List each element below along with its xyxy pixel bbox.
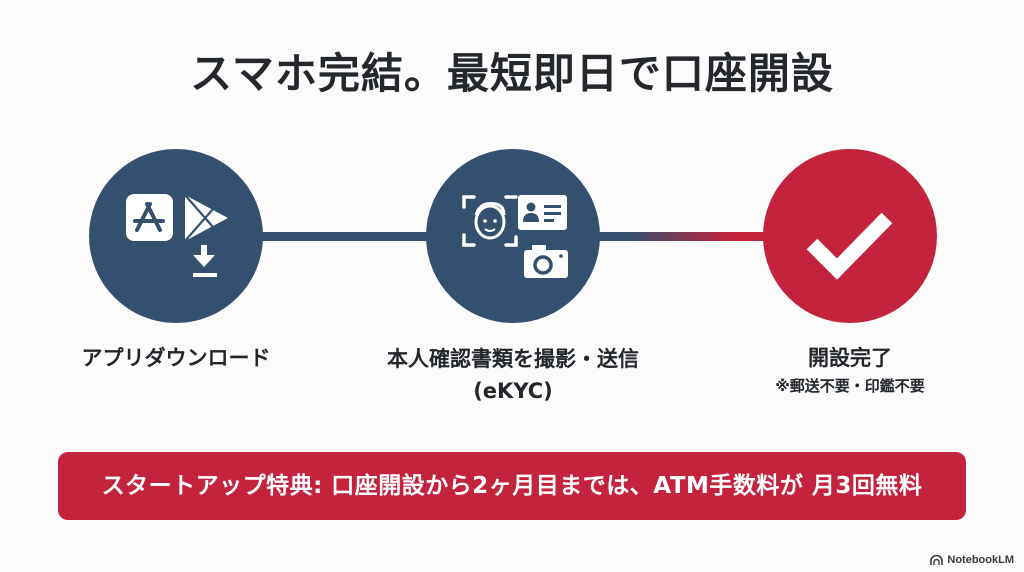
page-title: スマホ完結。最短即日で口座開設 xyxy=(190,49,834,98)
startup-benefit-banner: スタートアップ特典: 口座開設から2ヶ月目までは、ATM手数料が 月3回無料 xyxy=(58,452,966,520)
app-store-download-icon xyxy=(126,194,228,277)
notebooklm-watermark: NotebookLM xyxy=(930,554,1014,566)
ekyc-face-id-camera-icon xyxy=(462,195,568,278)
step-connector-2 xyxy=(590,232,780,241)
step-1-label-text: アプリダウンロード xyxy=(81,346,271,370)
notebooklm-logo-icon xyxy=(930,555,944,565)
step-2-circle xyxy=(426,149,600,323)
brand-name: NotebookLM xyxy=(947,554,1014,566)
step-3-label: 開設完了 ※郵送不要・印鑑不要 xyxy=(700,343,1000,399)
step-connector-1 xyxy=(250,232,450,241)
step-3-note: ※郵送不要・印鑑不要 xyxy=(775,377,925,395)
step-3-circle xyxy=(763,149,937,323)
step-1-circle xyxy=(89,149,263,323)
startup-benefit-text: スタートアップ特典: 口座開設から2ヶ月目までは、ATM手数料が 月3回無料 xyxy=(101,473,923,499)
checkmark-icon xyxy=(806,212,893,280)
step-2-label: 本人確認書類を撮影・送信 (eKYC) xyxy=(363,343,663,407)
step-2-label-text: 本人確認書類を撮影・送信 xyxy=(387,347,639,371)
step-1-label: アプリダウンロード xyxy=(26,343,326,373)
step-2-label-ekyc: (eKYC) xyxy=(473,379,553,403)
step-3-label-text: 開設完了 xyxy=(808,346,892,370)
